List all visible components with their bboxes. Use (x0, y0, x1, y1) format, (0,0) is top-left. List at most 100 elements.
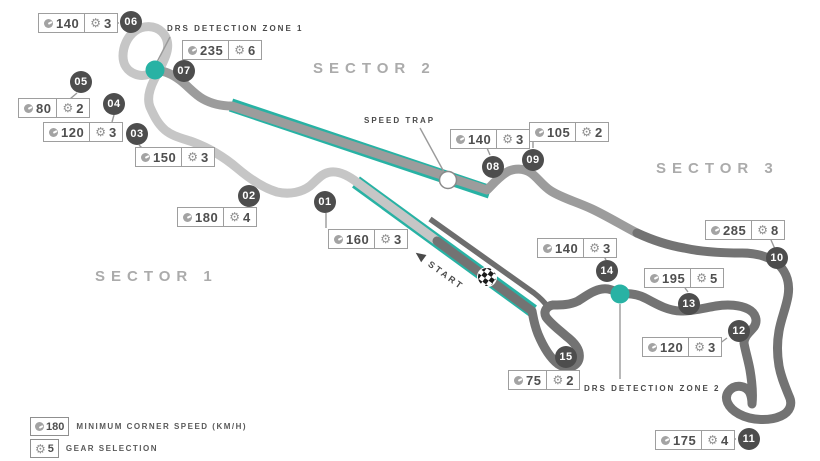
corner-info-15: 75 ⚙2 (508, 370, 580, 390)
speedometer-icon (650, 273, 659, 283)
gear-icon: ⚙ (581, 125, 592, 139)
pit-lane-track (428, 216, 550, 308)
min-speed-cell: 150 (136, 148, 181, 166)
drs-detection-zone-2-label: DRS DETECTION ZONE 2 (584, 384, 721, 393)
gear-cell: ⚙5 (690, 269, 723, 287)
speedometer-icon (456, 134, 465, 144)
legend-speed-value: 180 (46, 420, 65, 433)
gear-icon: ⚙ (62, 101, 74, 115)
gear-icon: ⚙ (95, 125, 106, 139)
corner-marker-06: 06 (120, 11, 142, 33)
corner-marker-04: 04 (103, 93, 125, 115)
speedometer-icon (661, 435, 670, 445)
corner-marker-03: 03 (126, 123, 148, 145)
corner-info-01: 160 ⚙3 (328, 229, 408, 249)
corner-info-02: 180 ⚙4 (177, 207, 257, 227)
gear-cell: ⚙3 (181, 148, 214, 166)
legend-gear-value: 5 (47, 442, 54, 455)
legend-speed-box: 180 (30, 417, 70, 436)
sector-3-label: SECTOR 3 (656, 160, 779, 177)
gear-icon: ⚙ (380, 232, 391, 246)
gear-cell: ⚙4 (223, 208, 256, 226)
min-speed-value: 285 (723, 222, 747, 238)
speedometer-icon (514, 375, 523, 385)
speedometer-icon (35, 422, 44, 431)
gear-icon: ⚙ (90, 16, 101, 30)
gear-value: 3 (602, 240, 611, 256)
speedometer-icon (24, 103, 33, 113)
speedometer-icon (188, 45, 197, 55)
speed-trap-point (438, 170, 458, 190)
min-speed-value: 195 (662, 270, 686, 286)
min-speed-value: 160 (346, 231, 370, 247)
corner-marker-09: 09 (522, 149, 544, 171)
corner-info-12: 120 ⚙3 (642, 337, 722, 357)
track-sector-2 (150, 66, 642, 238)
gear-cell: ⚙8 (751, 221, 784, 239)
gear-value: 2 (566, 372, 574, 388)
min-speed-cell: 235 (183, 41, 228, 59)
gear-icon: ⚙ (502, 132, 513, 146)
gear-icon: ⚙ (187, 150, 198, 164)
speedometer-icon (711, 225, 720, 235)
min-speed-value: 175 (673, 432, 697, 448)
min-speed-value: 80 (36, 100, 52, 116)
corner-info-03: 150 ⚙3 (135, 147, 215, 167)
corner-marker-10: 10 (766, 247, 788, 269)
legend-min-speed: 180 MINIMUM CORNER SPEED (KM/H) (30, 417, 247, 436)
corner-info-06: 140 ⚙3 (38, 13, 118, 33)
min-speed-cell: 180 (178, 208, 223, 226)
gear-cell: ⚙6 (228, 41, 261, 59)
gear-cell: ⚙3 (84, 14, 117, 32)
min-speed-value: 180 (195, 209, 219, 225)
drs-detection-point-1 (145, 60, 165, 80)
gear-value: 8 (770, 222, 779, 238)
gear-icon: ⚙ (234, 43, 245, 57)
min-speed-cell: 140 (538, 239, 583, 257)
gear-cell: ⚙3 (583, 239, 616, 257)
gear-value: 2 (76, 100, 84, 116)
sector-2-label: SECTOR 2 (313, 60, 436, 77)
corner-info-09: 105 ⚙2 (529, 122, 609, 142)
corner-marker-14: 14 (596, 260, 618, 282)
gear-value: 4 (242, 209, 251, 225)
min-speed-cell: 80 (19, 99, 56, 117)
min-speed-value: 75 (526, 372, 542, 388)
gear-cell: ⚙4 (701, 431, 734, 449)
corner-info-10: 285 ⚙8 (705, 220, 785, 240)
start-finish-flag-icon (477, 267, 497, 287)
start-direction-arrow-icon (415, 252, 427, 263)
drs-detection-point-2 (610, 284, 630, 304)
legend-gear-label: GEAR SELECTION (65, 444, 159, 453)
gear-value: 3 (200, 149, 209, 165)
min-speed-cell: 175 (656, 431, 701, 449)
min-speed-value: 120 (660, 339, 684, 355)
speedometer-icon (49, 127, 58, 137)
min-speed-cell: 140 (39, 14, 84, 32)
speedometer-icon (183, 212, 192, 222)
gear-value: 2 (594, 124, 603, 140)
gear-value: 4 (720, 432, 729, 448)
gear-value: 3 (103, 15, 112, 31)
gear-cell: ⚙3 (89, 123, 122, 141)
gear-icon: ⚙ (589, 241, 600, 255)
gear-value: 5 (709, 270, 718, 286)
speedometer-icon (141, 152, 150, 162)
min-speed-cell: 285 (706, 221, 751, 239)
gear-value: 3 (707, 339, 716, 355)
speedometer-icon (543, 243, 552, 253)
sector-1-label: SECTOR 1 (95, 268, 218, 285)
corner-info-08: 140 ⚙3 (450, 129, 530, 149)
corner-marker-08: 08 (482, 156, 504, 178)
speedometer-icon (648, 342, 657, 352)
gear-cell: ⚙2 (575, 123, 608, 141)
legend-speed-label: MINIMUM CORNER SPEED (KM/H) (76, 422, 248, 431)
gear-icon: ⚙ (35, 441, 46, 456)
min-speed-cell: 120 (44, 123, 89, 141)
legend-gear-box: ⚙5 (30, 439, 59, 458)
min-speed-cell: 120 (643, 338, 688, 356)
min-speed-cell: 195 (645, 269, 690, 287)
gear-cell: ⚙2 (546, 371, 579, 389)
corner-marker-07: 07 (173, 60, 195, 82)
